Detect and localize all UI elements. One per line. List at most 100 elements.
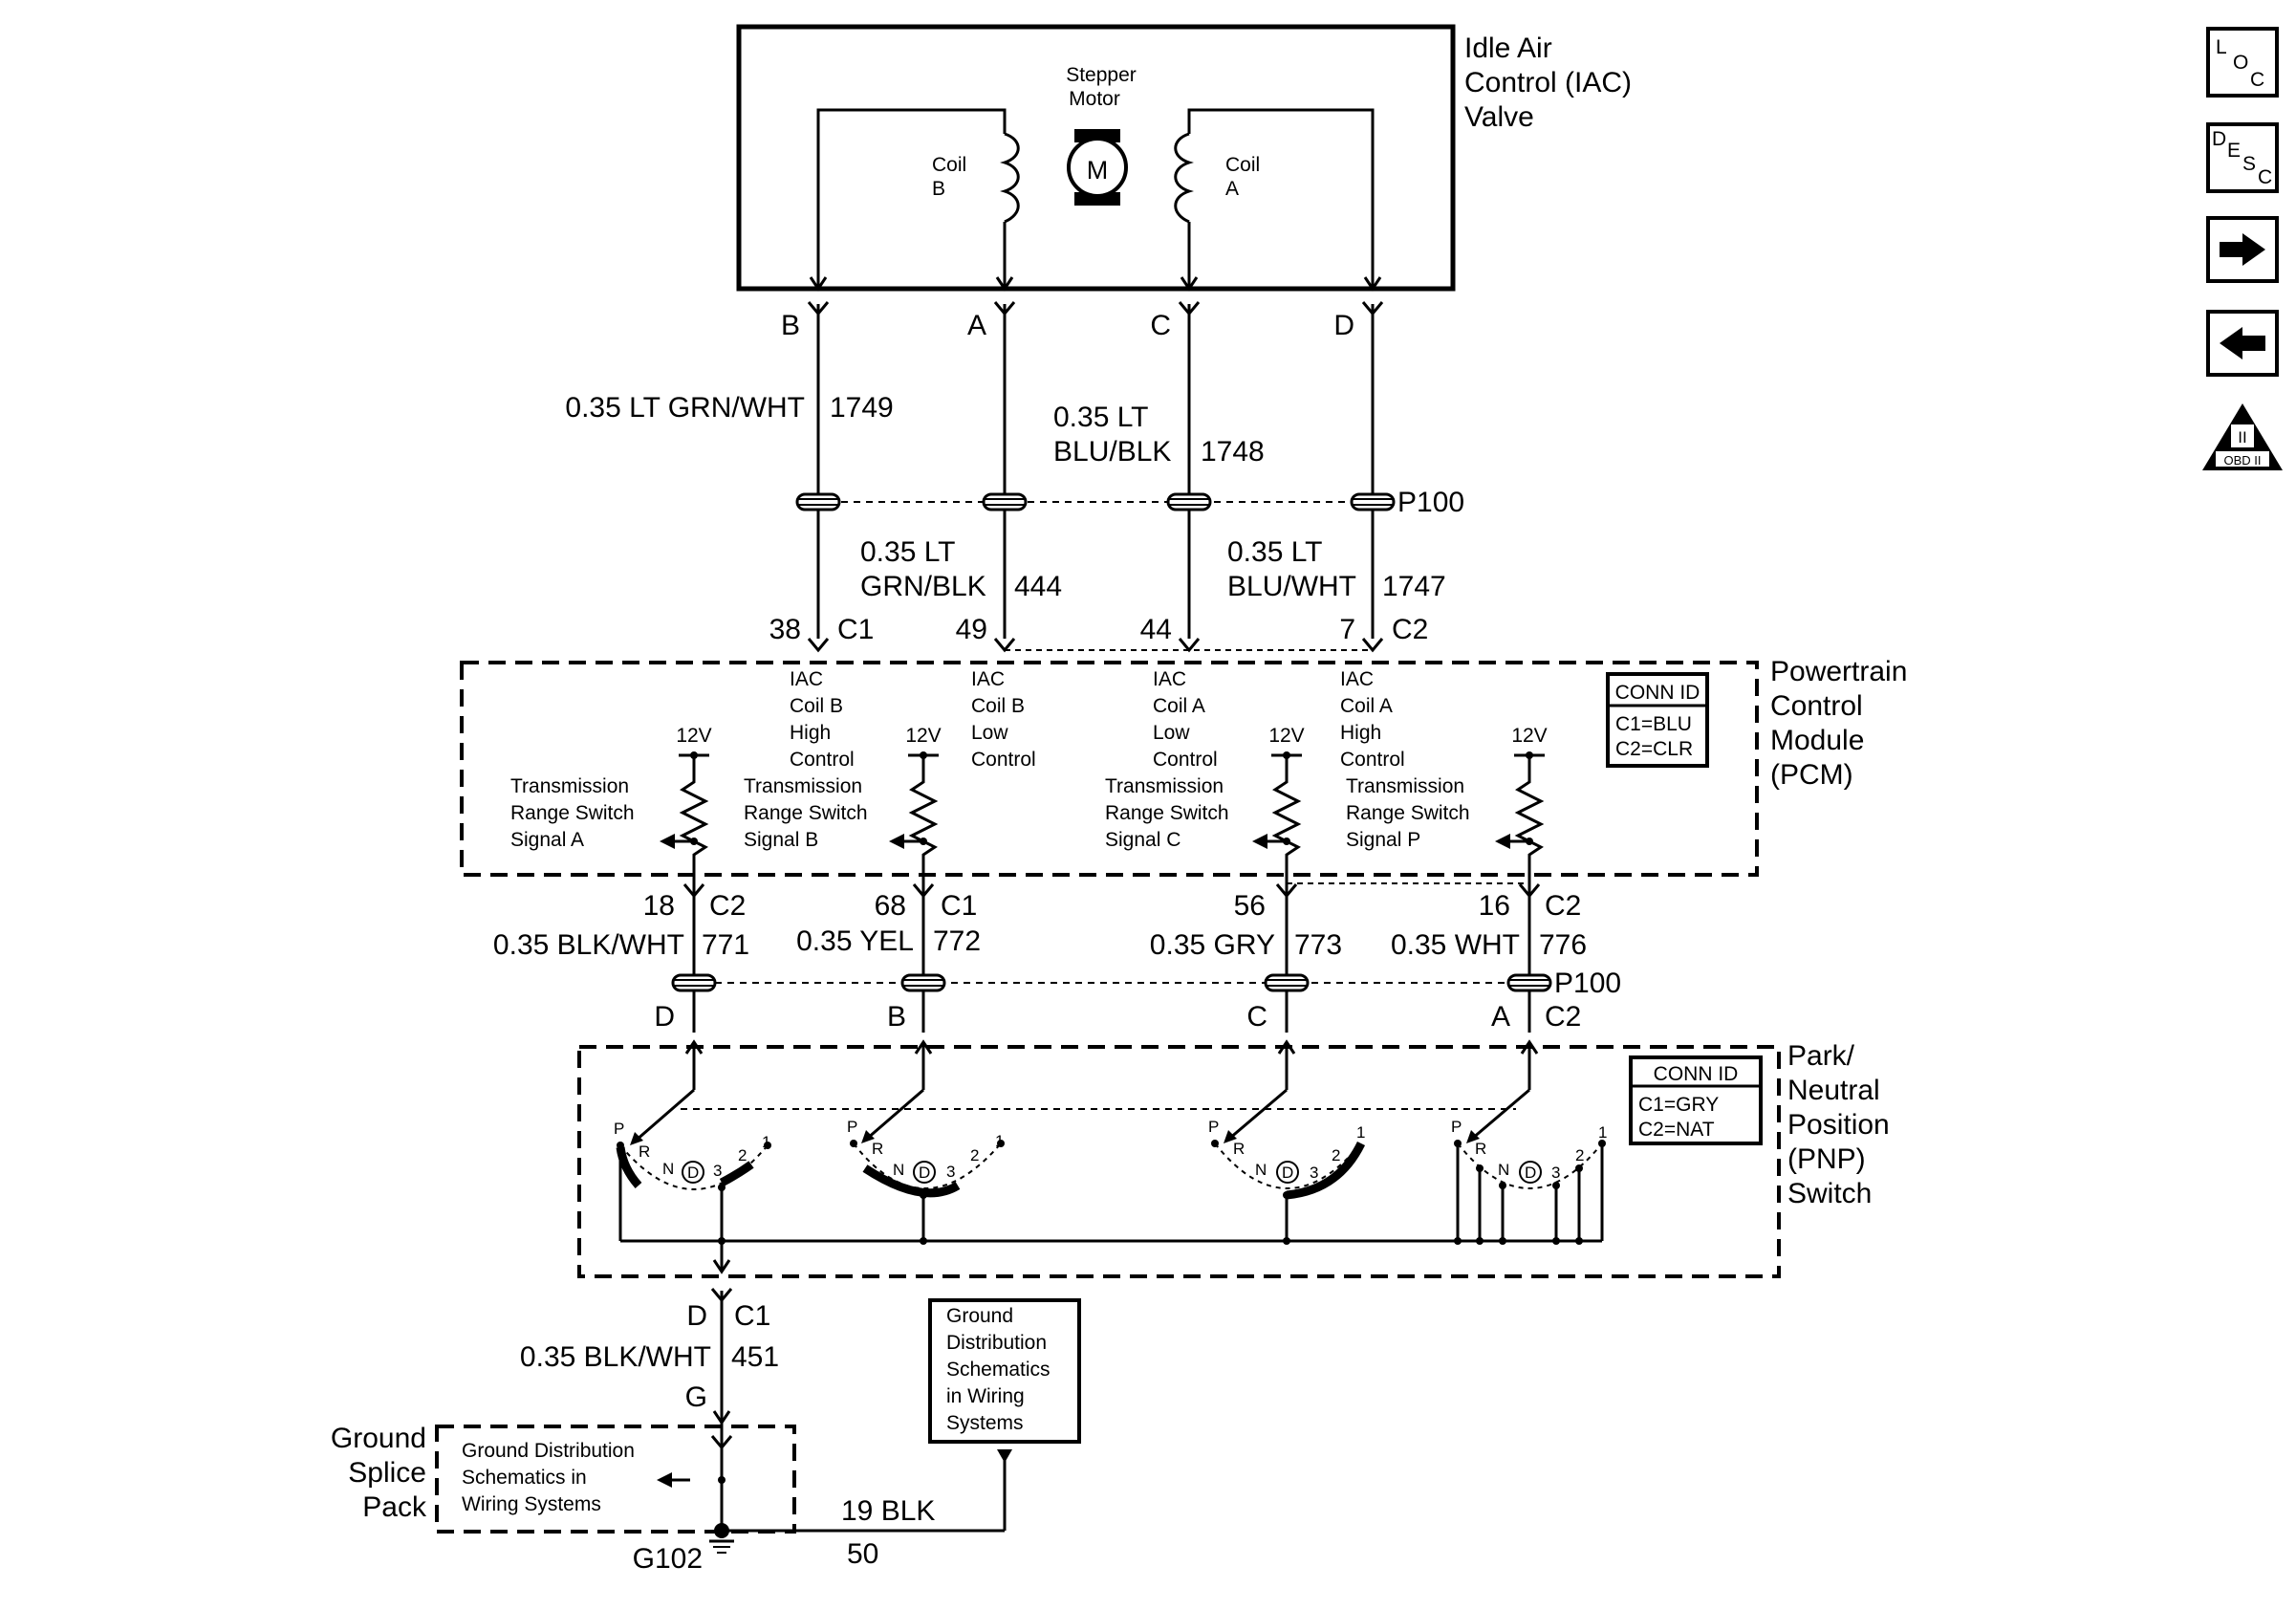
desc-letter-d: D	[2212, 128, 2226, 150]
iac-label-4c: High	[1340, 722, 1381, 744]
wire-1747-color-2: BLU/WHT	[1227, 571, 1356, 602]
trs-channel-b: 12V Transmission Range Switch Signal B	[744, 725, 942, 881]
pcm-pin-68-conn: C1	[941, 890, 977, 922]
loc-button[interactable]: L O C	[2206, 27, 2279, 98]
pos-d: D	[1525, 1164, 1536, 1182]
iac-pin-a: A	[967, 310, 986, 341]
arrow-left-icon	[2220, 327, 2265, 359]
pcm-title-2: Control	[1770, 690, 1863, 722]
wire-444-circuit: 444	[1014, 571, 1062, 602]
coil-a-label-2: A	[1225, 178, 1239, 200]
splice-note-2: Schematics in	[462, 1467, 587, 1489]
pos-1: 1	[1356, 1123, 1365, 1142]
iac-pin-b: B	[781, 310, 800, 341]
trs-c-label-1: Transmission	[1105, 775, 1224, 797]
pcm-pin-56: 56	[1234, 890, 1266, 922]
pcm-pin-16: 16	[1479, 890, 1510, 922]
iac-title-1: Idle Air	[1464, 33, 1552, 64]
ref-box-2: Distribution	[946, 1332, 1047, 1354]
ref-box-1: Ground	[946, 1305, 1013, 1327]
pos-n: N	[893, 1161, 904, 1179]
trs-p-label-1: Transmission	[1346, 775, 1464, 797]
iac-label-3d: Control	[1153, 749, 1218, 771]
nav-panel: L O C D E S C II	[2202, 27, 2283, 470]
pcm-pin-7: 7	[1339, 614, 1355, 645]
stepper-label-1: Stepper	[1066, 64, 1137, 86]
motor-glyph: M	[1087, 156, 1109, 185]
ground-g102: G102	[633, 1543, 703, 1575]
iac-label-3a: IAC	[1153, 668, 1186, 690]
pos-d: D	[919, 1164, 930, 1182]
obd-ii-button[interactable]: II OBD II	[2202, 403, 2283, 470]
pos-d: D	[1282, 1164, 1293, 1182]
trs-a-label-1: Transmission	[510, 775, 629, 797]
iac-label-2b: Coil B	[971, 695, 1025, 717]
wire-773-circuit: 773	[1294, 929, 1342, 961]
ground-icon	[709, 1523, 734, 1554]
trs-b-label-2: Range Switch	[744, 802, 868, 824]
pnp-conn-id-box: CONN ID C1=GRY C2=NAT	[1629, 1055, 1763, 1145]
desc-button[interactable]: D E S C	[2206, 122, 2279, 193]
pnp-title-1: Park/	[1787, 1040, 1855, 1072]
wire-451-circuit: 451	[731, 1341, 779, 1373]
ref-box-5: Systems	[946, 1412, 1024, 1434]
voltage-12v-c: 12V	[1268, 725, 1304, 747]
pcm-title-4: (PCM)	[1770, 759, 1853, 791]
iac-pin-c: C	[1150, 310, 1171, 341]
pos-2: 2	[1575, 1146, 1584, 1164]
next-arrow-button[interactable]	[2206, 216, 2279, 283]
prev-arrow-button[interactable]	[2206, 310, 2279, 377]
iac-valve: M Stepper Motor Coil B Coil A Idle Air C…	[736, 24, 1632, 292]
wire-772-color: 0.35 YEL	[796, 925, 914, 957]
pcm-pin-18: 18	[643, 890, 675, 922]
pos-3: 3	[946, 1163, 955, 1181]
pos-n: N	[1255, 1161, 1267, 1179]
upper-wires: P100 0.35 LT GRN/WHT 1749 0.35 LT BLU/BL…	[565, 300, 1464, 652]
pcm-pin-38: 38	[769, 614, 801, 645]
wire-776-circuit: 776	[1539, 929, 1587, 961]
p100-lower-label: P100	[1554, 968, 1621, 999]
desc-letter-e: E	[2227, 140, 2241, 162]
trs-a-label-3: Signal A	[510, 829, 584, 851]
pnp-title-2: Neutral	[1787, 1075, 1880, 1106]
coil-a-icon	[1174, 132, 1194, 224]
coil-b-label-1: Coil	[932, 154, 966, 176]
trs-a-label-2: Range Switch	[510, 802, 635, 824]
loc-letter-l: L	[2216, 36, 2227, 58]
pos-3: 3	[1310, 1164, 1318, 1182]
p100-upper-label: P100	[1397, 487, 1464, 518]
iac-label-3b: Coil A	[1153, 695, 1205, 717]
coil-a-label-1: Coil	[1225, 154, 1260, 176]
iac-driver-labels: IAC Coil B High Control IAC Coil B Low C…	[790, 668, 1405, 771]
iac-label-1d: Control	[790, 749, 855, 771]
wire-776-color: 0.35 WHT	[1391, 929, 1520, 961]
wire-1748-color-2: BLU/BLK	[1053, 436, 1171, 468]
pos-r: R	[872, 1140, 883, 1158]
pos-r: R	[639, 1142, 650, 1161]
splice-title-1: Ground	[331, 1423, 426, 1454]
pnp-pin-b: B	[887, 1001, 906, 1033]
voltage-12v-b: 12V	[905, 725, 941, 747]
wire-50-circuit: 50	[847, 1538, 878, 1570]
trs-channel-p: 12V Transmission Range Switch Signal P	[1346, 725, 1548, 881]
pcm-conn-id-c1: C1=BLU	[1615, 713, 1692, 735]
wire-1747-color-1: 0.35 LT	[1227, 536, 1323, 568]
pos-p: P	[1451, 1118, 1462, 1136]
resistor-icon	[1273, 753, 1300, 881]
trs-p-label-2: Range Switch	[1346, 802, 1470, 824]
pnp-conn-id-header: CONN ID	[1654, 1063, 1739, 1085]
splice-note-1: Ground Distribution	[462, 1440, 635, 1462]
ground-pin-d: D	[686, 1300, 707, 1332]
pos-2: 2	[970, 1146, 979, 1164]
iac-label-4b: Coil A	[1340, 695, 1393, 717]
iac-label-2a: IAC	[971, 668, 1005, 690]
pos-3: 3	[1551, 1164, 1560, 1182]
wire-451-color: 0.35 BLK/WHT	[520, 1341, 711, 1373]
splice-arrow-icon	[657, 1472, 690, 1488]
wire-1748-circuit: 1748	[1201, 436, 1265, 468]
pos-2: 2	[1332, 1146, 1340, 1164]
iac-pin-d: D	[1333, 310, 1354, 341]
pnp-section-d: P R N D 3 2 1	[614, 1120, 771, 1241]
desc-letter-c: C	[2258, 166, 2272, 188]
pnp-pin-c: C	[1246, 1001, 1267, 1033]
